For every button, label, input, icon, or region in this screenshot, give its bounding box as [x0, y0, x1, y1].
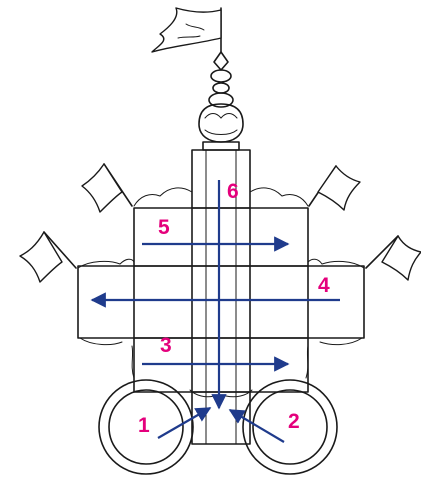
flag-left: [20, 232, 76, 282]
label-6: 6: [227, 180, 239, 203]
finial: [199, 52, 243, 150]
label-3: 3: [160, 334, 172, 357]
label-4: 4: [318, 274, 330, 297]
label-1: 1: [138, 414, 150, 437]
flag-right: [366, 236, 421, 280]
labels: 6 5 4 3 1 2: [138, 180, 330, 437]
arrow-1: [158, 408, 210, 438]
flag-upper-right: [309, 166, 360, 210]
arrow-2: [230, 410, 284, 442]
arrows: [92, 180, 340, 442]
top-flag: [152, 8, 221, 52]
flag-upper-left: [82, 164, 132, 212]
label-2: 2: [288, 410, 300, 433]
label-5: 5: [158, 216, 170, 239]
